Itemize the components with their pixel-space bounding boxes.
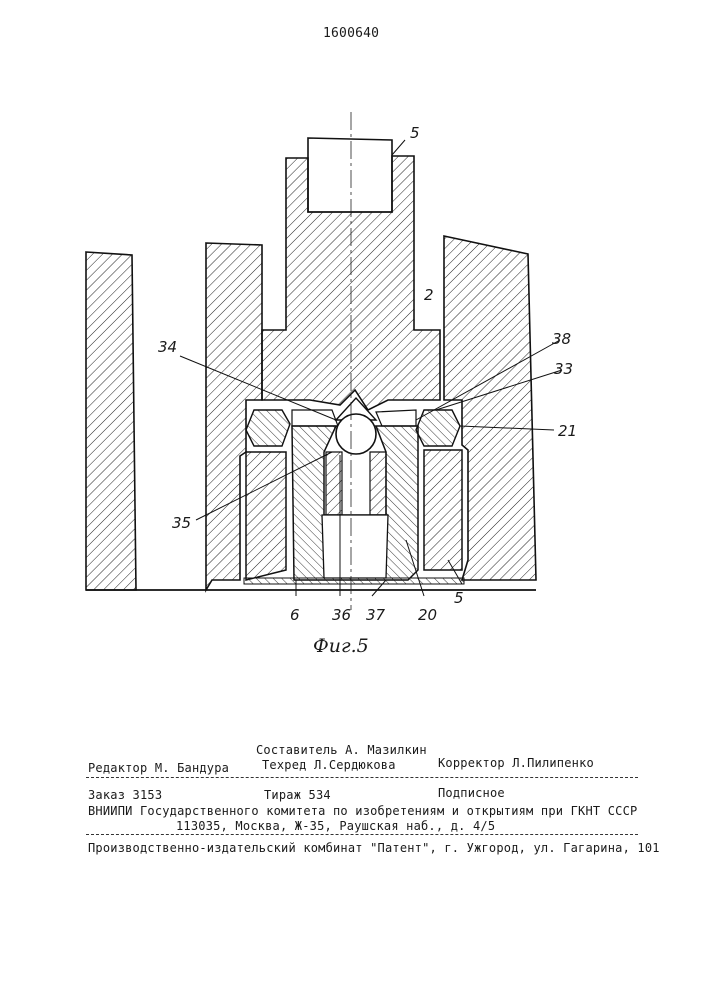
compiler-line: Составитель А. Мазилкин — [256, 743, 427, 757]
upper-rod-5 — [308, 138, 392, 212]
divider-2 — [86, 834, 638, 835]
techeditor-line: Техред Л.Сердюкова — [262, 758, 396, 772]
ref-label-33: 33 — [554, 360, 573, 378]
lower-part-5 — [424, 450, 462, 570]
channel-plate-33b — [376, 410, 416, 426]
ref-label-6: 6 — [290, 606, 300, 624]
valve-ball-36 — [336, 414, 376, 454]
ref-label-34: 34 — [158, 338, 177, 356]
circulation-line: Тираж 534 — [264, 788, 331, 802]
seal-ring-left — [246, 410, 290, 446]
ref-label-2: 2 — [424, 286, 434, 304]
leader-5-top — [392, 140, 405, 155]
ref-label-5-bottom: 5 — [454, 589, 464, 607]
editor-line: Редактор М. Бандура — [88, 761, 229, 775]
ref-label-5-top: 5 — [410, 124, 420, 142]
ref-label-37: 37 — [366, 606, 386, 624]
ref-label-36: 36 — [332, 606, 351, 624]
sleeve-6 — [246, 452, 286, 580]
institute-line: ВНИИПИ Государственного комитета по изоб… — [88, 804, 637, 818]
hollow-37 — [322, 515, 388, 578]
seal-ring-right-21 — [416, 410, 460, 446]
technical-drawing: 5 2 38 34 33 21 35 6 36 37 20 5 Фиг.5 — [0, 0, 707, 700]
left-wall-outer — [86, 252, 136, 590]
figure-caption: Фиг.5 — [313, 635, 369, 657]
divider-1 — [86, 777, 638, 778]
address-line: 113035, Москва, Ж-35, Раушская наб., д. … — [176, 819, 495, 833]
ref-label-35: 35 — [172, 514, 191, 532]
ref-label-38: 38 — [552, 330, 571, 348]
ref-label-21: 21 — [558, 422, 577, 440]
bushing-35 — [326, 452, 386, 515]
base-gasket — [244, 578, 464, 584]
corrector-line: Корректор Л.Пилипенко — [438, 756, 594, 770]
ref-label-20: 20 — [418, 606, 437, 624]
publisher-line: Производственно-издательский комбинат "П… — [88, 841, 660, 855]
order-line: Заказ 3153 — [88, 788, 162, 802]
subscription-line: Подписное — [438, 786, 505, 800]
